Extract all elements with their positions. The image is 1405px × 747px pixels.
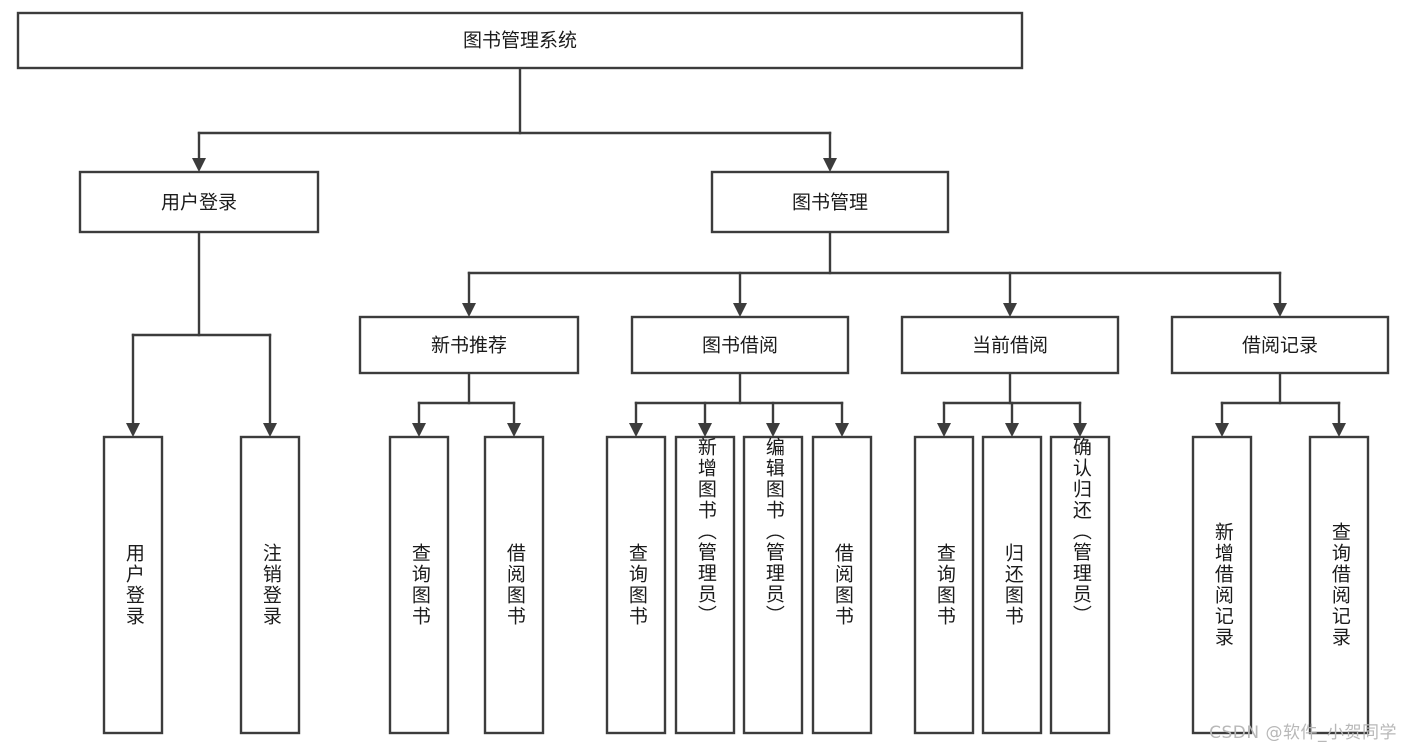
arrow-to-leaf-user-login [126,423,140,437]
arrow-to-leaf-edit-book [766,423,780,437]
node-box-group [16,11,1390,735]
arrow-to-current-borrow [1003,303,1017,317]
arrow-to-leaf-add-book [698,423,712,437]
arrow-to-leaf-confirm-return [1073,423,1087,437]
node-leaf-edit-book[interactable] [742,435,804,735]
node-leaf-add-record[interactable] [1191,435,1253,735]
node-leaf-add-book[interactable] [674,435,736,735]
node-book-manage[interactable] [710,170,950,234]
node-leaf-borrow-book-1[interactable] [483,435,545,735]
connector-group [126,66,1346,437]
node-leaf-logout-login[interactable] [239,435,301,735]
arrow-to-borrow-record [1273,303,1287,317]
arrow-to-user-login [192,158,206,172]
node-user-login-label: 用户登录 [161,192,237,214]
node-book-borrow-label: 图书借阅 [702,335,778,357]
csdn-watermark: CSDN @软件_小贺同学 [1209,723,1397,743]
node-root[interactable] [16,11,1024,70]
node-new-book-recommend-label: 新书推荐 [431,335,507,357]
node-leaf-return-book[interactable] [981,435,1043,735]
node-leaf-query-book-3[interactable] [913,435,975,735]
arrow-to-leaf-query-record [1332,423,1346,437]
node-book-borrow[interactable] [630,315,850,375]
node-book-manage-label: 图书管理 [792,192,868,214]
arrow-to-leaf-return-book [1005,423,1019,437]
arrow-to-book-manage [823,158,837,172]
arrow-to-new-book-recommend [462,303,476,317]
arrow-to-leaf-query-book-2 [629,423,643,437]
node-borrow-record-label: 借阅记录 [1242,335,1318,357]
arrow-to-book-borrow [733,303,747,317]
arrow-to-leaf-query-book-1 [412,423,426,437]
node-leaf-borrow-book-2[interactable] [811,435,873,735]
node-root-label: 图书管理系统 [463,30,577,52]
node-leaf-query-book-1[interactable] [388,435,450,735]
node-leaf-confirm-return[interactable] [1049,435,1111,735]
node-leaf-query-record[interactable] [1308,435,1370,735]
node-label-group: 图书管理系统 用户登录 图书管理 新书推荐 图书借阅 当前借阅 借阅记录 [161,30,1318,357]
node-borrow-record[interactable] [1170,315,1390,375]
node-current-borrow[interactable] [900,315,1120,375]
arrow-to-leaf-query-book-3 [937,423,951,437]
node-user-login[interactable] [78,170,320,234]
node-new-book-recommend[interactable] [358,315,580,375]
node-current-borrow-label: 当前借阅 [972,335,1048,357]
arrow-to-leaf-logout-login [263,423,277,437]
arrow-to-leaf-add-record [1215,423,1229,437]
arrow-to-leaf-borrow-book-1 [507,423,521,437]
node-leaf-user-login[interactable] [102,435,164,735]
arrow-to-leaf-borrow-book-2 [835,423,849,437]
node-leaf-query-book-2[interactable] [605,435,667,735]
